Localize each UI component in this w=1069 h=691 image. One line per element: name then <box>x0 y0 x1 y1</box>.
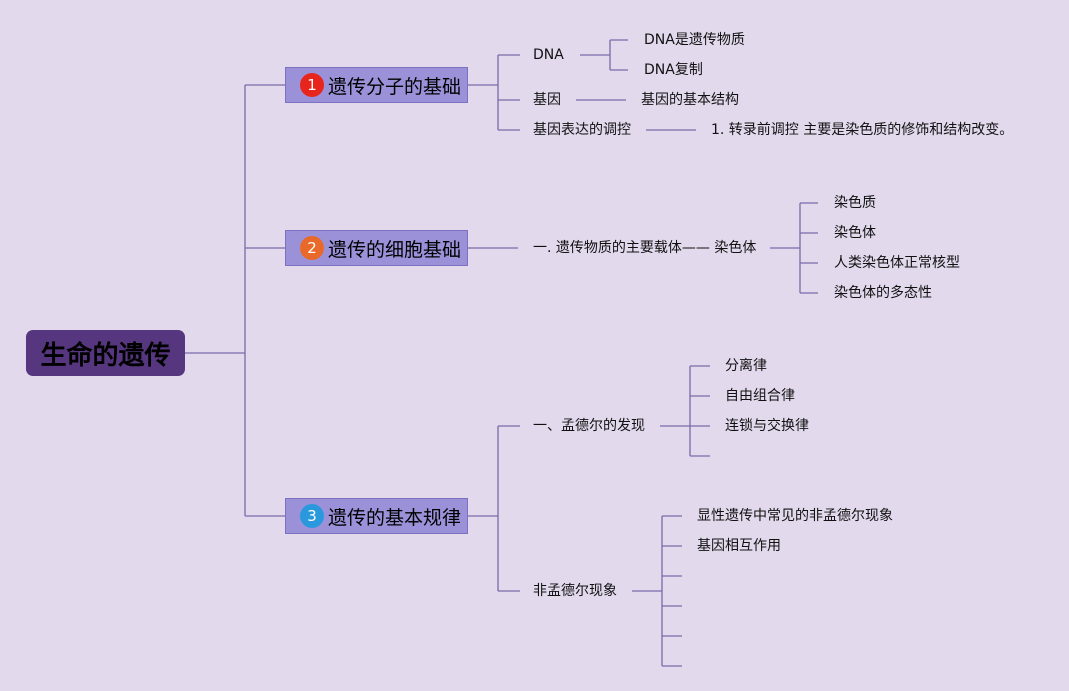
subtopic-chromosome[interactable]: 染色体 <box>834 225 876 241</box>
subtopic-main-carrier-chromosome[interactable]: 一. 遗传物质的主要载体—— 染色体 <box>533 240 757 256</box>
branch-topic-3[interactable]: 3 遗传的基本规律 <box>285 498 468 534</box>
number-badge-icon: 1 <box>300 73 324 97</box>
root-topic[interactable]: 生命的遗传 <box>26 330 185 376</box>
mendel-connector <box>660 365 710 457</box>
branch-1-connector <box>468 54 520 131</box>
subtopic-gene-interaction[interactable]: 基因相互作用 <box>697 538 781 554</box>
root-topic-label: 生命的遗传 <box>40 340 171 371</box>
number-badge-icon: 2 <box>300 236 324 260</box>
subtopic-normal-karyotype[interactable]: 人类染色体正常核型 <box>834 255 960 271</box>
branch-topic-label: 遗传的基本规律 <box>328 506 462 529</box>
non-mendel-connector <box>632 515 682 667</box>
subtopic-dna-is-genetic-material[interactable]: DNA是遗传物质 <box>644 32 745 48</box>
root-connector <box>185 84 285 517</box>
number-badge-icon: 3 <box>300 504 324 528</box>
branch-topic-label: 遗传分子的基础 <box>328 75 462 98</box>
subtopic-gene-expression-regulation[interactable]: 基因表达的调控 <box>533 122 631 138</box>
subtopic-dna[interactable]: DNA <box>533 47 564 63</box>
subtopic-gene-structure[interactable]: 基因的基本结构 <box>641 92 739 108</box>
subtopic-law-of-independent-assortment[interactable]: 自由组合律 <box>725 388 795 404</box>
branch-topic-2[interactable]: 2 遗传的细胞基础 <box>285 230 468 266</box>
branch-topic-label: 遗传的细胞基础 <box>328 238 462 261</box>
subtopic-gene[interactable]: 基因 <box>533 92 561 108</box>
subtopic-linkage-and-crossing-over[interactable]: 连锁与交换律 <box>725 418 809 434</box>
subtopic-law-of-segregation[interactable]: 分离律 <box>725 358 767 374</box>
branch-topic-1[interactable]: 1 遗传分子的基础 <box>285 67 468 103</box>
subtopic-chromosome-polymorphism[interactable]: 染色体的多态性 <box>834 285 932 301</box>
subtopic-dominant-non-mendelian[interactable]: 显性遗传中常见的非孟德尔现象 <box>697 508 893 524</box>
subtopic-non-mendelian-phenomena[interactable]: 非孟德尔现象 <box>533 583 617 599</box>
subtopic-chromatin[interactable]: 染色质 <box>834 195 876 211</box>
subtopic-mendel-discovery[interactable]: 一、孟德尔的发现 <box>533 418 645 434</box>
branch-3-connector <box>468 425 520 592</box>
subtopic-pre-transcription-regulation[interactable]: 1. 转录前调控 主要是染色质的修饰和结构改变。 <box>711 122 1014 138</box>
subtopic-dna-replication[interactable]: DNA复制 <box>644 62 703 78</box>
dna-connector <box>580 39 628 71</box>
chromosome-connector <box>770 202 818 294</box>
